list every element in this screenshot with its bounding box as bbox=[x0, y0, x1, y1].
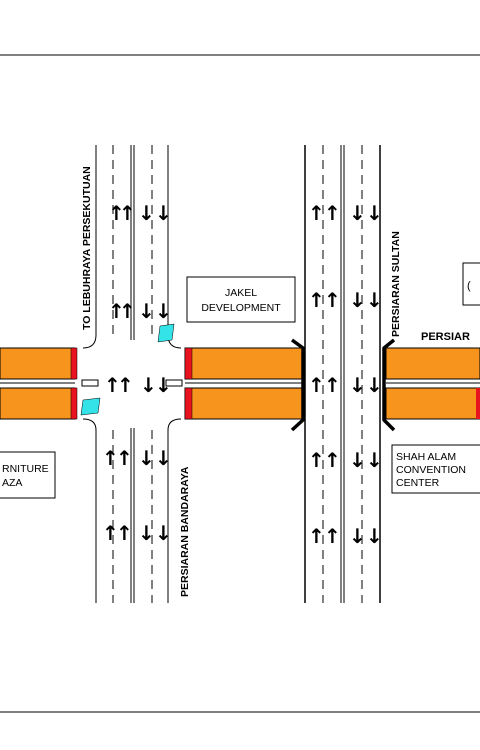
bridge-bracket-left bbox=[290, 338, 305, 432]
road-band-right-upper bbox=[385, 347, 480, 380]
jakel-development-box: JAKEL DEVELOPMENT bbox=[186, 276, 296, 323]
lane-arrow-up: ↑ bbox=[324, 448, 341, 472]
lane-arrow-up: ↑ bbox=[116, 446, 133, 470]
lane-arrow-up: ↑ bbox=[324, 373, 341, 397]
lane-arrow-up: ↑ bbox=[108, 299, 125, 323]
lane-arrow-up: ↑ bbox=[308, 524, 325, 548]
lane-arrow-up: ↑ bbox=[116, 521, 133, 545]
lane-arrow-up: ↑ bbox=[102, 521, 119, 545]
road-band-left-lower bbox=[0, 387, 76, 420]
road-band-right-lower bbox=[385, 387, 480, 420]
pedestrian-marker-bottom bbox=[80, 397, 101, 416]
lane-arrow-down: ↓ bbox=[138, 201, 155, 225]
lane-arrow-down: ↓ bbox=[138, 521, 155, 545]
lane-arrow-up: ↑ bbox=[104, 373, 121, 397]
stop-bar-left-lower bbox=[70, 387, 78, 420]
shah-line2: CONVENTION bbox=[396, 464, 466, 476]
road-band-mid-lower bbox=[184, 387, 304, 420]
label-persiaran-sultan: PERSIARAN SULTAN bbox=[390, 231, 402, 337]
sultan-road bbox=[304, 145, 381, 603]
bandaraya-lane-arrows: ↑ ↑ ↓ ↓ ↑ ↑ ↓ ↓ ↑ ↑ ↓ ↓ ↑ ↑ ↓ ↓ ↑ ↑ ↓ ↓ bbox=[102, 201, 172, 545]
stop-bar-mid-upper bbox=[184, 347, 193, 380]
sultan-lane-arrows: ↑ ↑ ↓ ↓ ↑ ↑ ↓ ↓ ↑ ↑ ↓ ↓ ↑ ↑ ↓ ↓ ↑ ↑ ↓ ↓ bbox=[308, 201, 383, 548]
lane-arrow-down: ↓ bbox=[155, 521, 172, 545]
lane-arrow-down: ↓ bbox=[155, 373, 172, 397]
lane-arrow-down: ↓ bbox=[366, 373, 383, 397]
lane-arrow-down: ↓ bbox=[155, 446, 172, 470]
lane-arrow-up: ↑ bbox=[108, 201, 125, 225]
shah-line3: CENTER bbox=[396, 477, 440, 489]
partial-box-char: ( bbox=[467, 280, 471, 292]
lane-arrow-down: ↓ bbox=[349, 373, 366, 397]
lane-arrow-down: ↓ bbox=[155, 299, 172, 323]
shah-line1: SHAH ALAM bbox=[396, 451, 456, 463]
lane-arrow-up: ↑ bbox=[308, 373, 325, 397]
lane-arrow-down: ↓ bbox=[138, 446, 155, 470]
lane-arrow-down: ↓ bbox=[140, 373, 157, 397]
furniture-line2: AZA bbox=[2, 477, 22, 489]
stop-bar-left-upper bbox=[70, 347, 78, 380]
lane-arrow-down: ↓ bbox=[366, 524, 383, 548]
lane-arrow-up: ↑ bbox=[119, 299, 136, 323]
furniture-line1: RNITURE bbox=[2, 463, 49, 475]
stop-bar-right-lower bbox=[476, 388, 480, 419]
lane-arrow-up: ↑ bbox=[119, 201, 136, 225]
lane-arrow-down: ↓ bbox=[349, 448, 366, 472]
road-band-left-upper bbox=[0, 347, 76, 380]
lane-arrow-down: ↓ bbox=[366, 201, 383, 225]
pedestrian-marker-top bbox=[157, 323, 175, 343]
lane-arrow-down: ↓ bbox=[349, 524, 366, 548]
lane-arrow-down: ↓ bbox=[349, 201, 366, 225]
furniture-plaza-box: RNITURE AZA bbox=[0, 451, 56, 499]
partial-building-box: ( bbox=[462, 262, 480, 306]
shah-alam-convention-box: SHAH ALAM CONVENTION CENTER bbox=[391, 444, 480, 494]
lane-arrow-up: ↑ bbox=[324, 288, 341, 312]
label-to-lebuhraya: TO LEBUHRAYA PERSEKUTUAN bbox=[81, 166, 93, 330]
lane-arrow-up: ↑ bbox=[324, 201, 341, 225]
lane-arrow-up: ↑ bbox=[308, 448, 325, 472]
bridge-bracket-right bbox=[382, 338, 396, 432]
lane-arrow-down: ↓ bbox=[366, 288, 383, 312]
jakel-line2: DEVELOPMENT bbox=[201, 302, 281, 314]
stop-bar-mid-lower bbox=[184, 387, 193, 420]
lane-arrow-up: ↑ bbox=[308, 288, 325, 312]
label-persiaran-bandaraya: PERSIARAN BANDARAYA bbox=[179, 466, 191, 597]
signal-stop-bars bbox=[70, 347, 480, 420]
road-band-mid-upper bbox=[184, 347, 304, 380]
lane-arrow-up: ↑ bbox=[102, 446, 119, 470]
label-persiaran-right: PERSIAR bbox=[421, 331, 470, 343]
lane-arrow-up: ↑ bbox=[117, 373, 134, 397]
lane-arrow-down: ↓ bbox=[349, 288, 366, 312]
lane-arrow-up: ↑ bbox=[324, 524, 341, 548]
lane-arrow-down: ↓ bbox=[155, 201, 172, 225]
lane-arrow-up: ↑ bbox=[308, 201, 325, 225]
lane-arrow-down: ↓ bbox=[366, 448, 383, 472]
lane-arrow-down: ↓ bbox=[138, 299, 155, 323]
jakel-line1: JAKEL bbox=[225, 287, 257, 299]
